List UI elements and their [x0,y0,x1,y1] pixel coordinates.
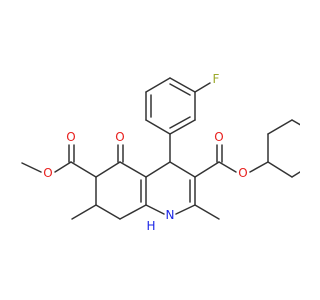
atom-label-fluorine: F [213,72,220,86]
bond-chx-3-4 [291,119,300,126]
atom-label-nitrogen: N [166,208,175,222]
bond-ph-3-4 [145,77,171,93]
bond-methoxy-carbonyl [54,161,72,173]
bond-ester1-to-ring [70,161,97,178]
bond-ph-4-5 [169,77,196,93]
atom-label-o-ketone: O [115,130,124,144]
bond-c4a-c4 [145,161,171,178]
bond-c5-c4a [119,161,147,178]
bond-c3-c4 [169,161,196,178]
bond-oxygen-to-cyclohexyl [249,161,269,173]
bond-n1-c2 [175,204,196,215]
bond-chx-6-5 [291,171,300,178]
bond-c7-methyl [71,204,97,220]
bond-c6-c5 [95,161,121,178]
atom-label-hydrogen: H [146,219,155,233]
bond-ph-4-5-inner [169,83,191,96]
bond-chx-2-3 [267,119,293,135]
atom-labels: O O O F N H O O [43,72,247,233]
bond-methoxy-methyl [21,162,42,173]
atom-label-o-ester2-double: O [214,130,223,144]
atom-label-o-ester1-double: O [66,130,75,144]
bond-c2-methyl [194,204,220,220]
bond-ph-c-f [194,82,211,93]
bond-c3-ester2 [194,161,220,178]
bond-c8a-n1 [145,204,165,215]
bond-ph-6-1-inner [169,116,191,129]
bond-chx-1-6 [267,161,293,178]
bond-ph-6-1 [169,119,196,135]
bonds [21,77,300,220]
molecule-structure-diagram: O O O F N H O O [21,72,300,233]
bond-c8-c8a [119,204,147,220]
bond-ph-1-2 [145,119,171,135]
atom-label-o-ester1-single: O [43,166,52,180]
atom-label-o-ester2-single: O [238,166,247,180]
bond-c7-c8 [95,204,121,220]
bond-ester2-to-oxygen [218,161,237,173]
